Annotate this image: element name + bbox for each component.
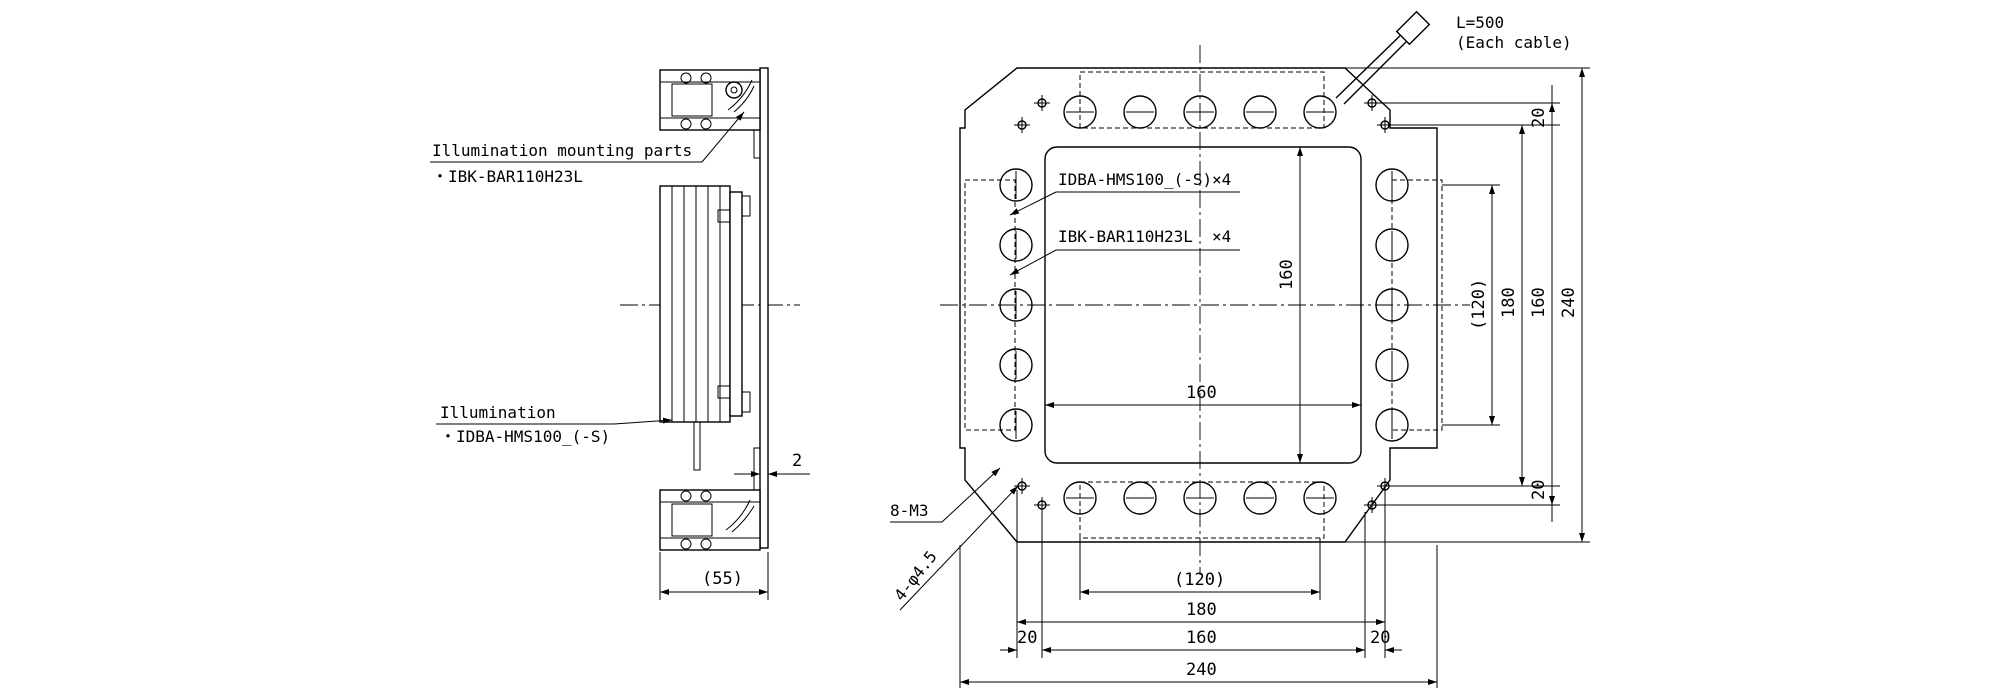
knob-icon [725, 81, 743, 99]
dim-bottom-20-left: 20 [1017, 628, 1037, 648]
mounting-holes [1014, 95, 1393, 513]
led-row-right [1375, 168, 1409, 442]
dim-right-240: 240 [1559, 287, 1579, 318]
dim-right-120: (120) [1469, 279, 1489, 330]
side-mounting-plate [759, 67, 769, 549]
cable-note: (Each cable) [1456, 33, 1572, 52]
led-row-left [999, 168, 1033, 442]
mounting-parts-label: Illumination mounting parts [432, 141, 692, 160]
dim-inner-width: 160 [1186, 383, 1217, 403]
dim-thickness: 2 [792, 451, 802, 471]
dim-right-160: 160 [1529, 287, 1549, 318]
bottom-extension-lines [959, 490, 1438, 688]
side-cable [693, 421, 701, 471]
front-view: L=500 (Each cable) IDBA-HMS100_(-S) ×4 I… [890, 10, 1590, 688]
callout-illumination-qty: ×4 [1212, 170, 1231, 189]
side-illumination-body [659, 185, 751, 471]
cable-length: L=500 [1456, 13, 1504, 32]
mounting-parts-model: ・IBK-BAR110H23L [432, 167, 583, 186]
dim-bottom-180: 180 [1186, 600, 1217, 620]
dim-bottom-20-right: 20 [1370, 628, 1390, 648]
dim-depth: (55) [702, 569, 743, 589]
bracket-outline-top [1079, 71, 1325, 129]
dim-right-20-top: 20 [1529, 108, 1549, 128]
tapped-holes: 8-M3 [890, 501, 929, 520]
dim-bottom-120: (120) [1174, 570, 1225, 590]
led-row-top [1063, 95, 1337, 129]
dim-inner-height: 160 [1277, 259, 1297, 290]
side-view: Illumination mounting parts ・IBK-BAR110H… [430, 67, 810, 600]
right-extension-lines [1345, 67, 1590, 543]
callout-mount-qty: ×4 [1212, 227, 1231, 246]
bracket-outline-bottom [1079, 481, 1325, 539]
connector-icon [1395, 10, 1431, 46]
dim-bottom-160: 160 [1186, 628, 1217, 648]
dim-right-180: 180 [1499, 287, 1519, 318]
bottom-mount-bracket [659, 489, 761, 551]
illumination-model: ・IDBA-HMS100_(-S) [440, 427, 610, 446]
dim-right-20-bottom: 20 [1529, 480, 1549, 500]
cable [1335, 10, 1431, 105]
illumination-label: Illumination [440, 403, 556, 422]
callout-mount: IBK-BAR110H23L [1058, 227, 1193, 246]
top-mount-bracket [659, 69, 761, 131]
callout-illumination: IDBA-HMS100_(-S) [1058, 170, 1212, 189]
dim-bottom-240: 240 [1186, 660, 1217, 680]
led-row-bottom [1063, 481, 1337, 515]
